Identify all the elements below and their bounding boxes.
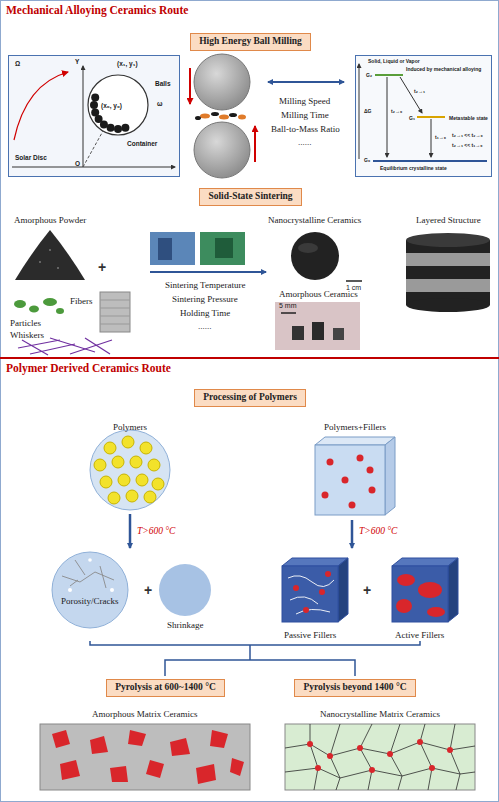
filler-label: Active Fillers [395,630,444,641]
energy-diagram-panel: Solid, Liquid or VaporG₂ Induced by mecha… [355,55,492,177]
process-box: High Energy Ball Milling [190,33,311,51]
section-heading: Polymer Derived Ceramics Route [6,362,171,376]
figure-label: t₂→₁ [414,88,425,94]
parameter-text: Milling Speed [279,96,330,107]
figure-label: (x₀, y₀) [101,102,122,110]
process-label: Solid-State Sintering [208,191,292,202]
figure-label: t₂→₀ [391,108,402,114]
material-label: Fibers [70,296,93,307]
sintered-products [275,232,490,350]
figure-label: Ω [15,60,20,68]
figure-label: Equilibrium crystalline state [380,165,447,171]
figure-label: t₁→₀ [435,134,446,140]
polymer-figures [52,430,458,676]
material-label: Particles [10,318,41,329]
product-label: Amorphous Matrix Ceramics [92,709,197,720]
temperature-label: T>600 °C [359,526,397,537]
figure-label: Induced by mechanical alloying [406,66,481,72]
ball-mill-figure [8,55,180,177]
product-label: Layered Structure [416,215,481,226]
parameter-text: Holding Time [180,308,230,319]
process-box: Processing of Polymers [194,389,306,407]
sintering-equipment [150,232,266,272]
parameter-text: Sintering Temperature [165,280,245,291]
process-label: Pyrolysis at 600~1400 °C [115,682,216,693]
section-panel: Polymer Derived Ceramics RouteProcessing… [0,358,499,802]
defect-label: Porosity/Cracks [61,596,119,607]
process-label: Processing of Polymers [203,392,297,403]
material-label: Polymers+Fillers [324,422,386,433]
figure-label: (x₁, y₁) [117,60,138,68]
product-label: Amorphous Ceramics [279,289,358,300]
figure-label: ΔG [364,108,371,114]
figure-label: Container [127,140,157,148]
parameter-text: Ball-to-Mass Ratio [271,124,340,135]
material-label: Polymers [113,422,147,433]
figure-label: G₂ [366,72,372,78]
ball-collision [190,54,344,178]
figure-label: G₁ [409,115,415,121]
ball-mill-panel: Ω Y (x₁, y₁) Balls (x₀, y₀) ωContainerO Solar … [8,55,180,177]
section-heading: Mechanical Alloying Ceramics Route [6,4,188,18]
figure-label: t₂→₁ << t₁→₀ [452,142,483,148]
figure-label: O [75,160,80,168]
process-box: Pyrolysis at 600~1400 °C [106,679,225,697]
parameter-text: Sintering Pressure [172,294,238,305]
material-label: Whiskers [10,330,44,341]
figure-label: Solid, Liquid or Vapor [368,58,420,64]
figure-label: ω [157,100,163,108]
scale-label: 5 mm [279,302,297,310]
process-label: High Energy Ball Milling [199,36,302,47]
process-box: Pyrolysis beyond 1400 °C [294,679,416,697]
temperature-label: T>600 °C [137,526,175,537]
figure-label: Solar Disc [15,154,47,162]
figure-label: Balls [155,80,171,88]
defect-label: Shrinkage [167,620,204,631]
figure-label: G₀ [364,157,370,163]
plus-sign: + [98,260,106,274]
figure-label: Y [75,58,79,66]
plus-sign: + [144,583,152,597]
material-label: Amorphous Powder [14,215,86,226]
ellipsis: ...... [198,321,212,332]
plus-sign: + [363,583,371,597]
energy-figure [355,55,492,177]
microstructures [40,724,475,790]
process-label: Pyrolysis beyond 1400 °C [303,682,406,693]
figure-label: Metastable state [449,115,488,121]
product-label: Nanocrystalline Matrix Ceramics [320,709,440,720]
figure-label: t₂→₁ << t₂→₀ [452,132,483,138]
parameter-text: Milling Time [281,110,329,121]
filler-label: Passive Fillers [284,630,336,641]
product-label: Nanocrystalline Ceramics [268,215,361,226]
ellipsis: ...... [298,137,312,148]
process-box: Solid-State Sintering [199,188,302,206]
